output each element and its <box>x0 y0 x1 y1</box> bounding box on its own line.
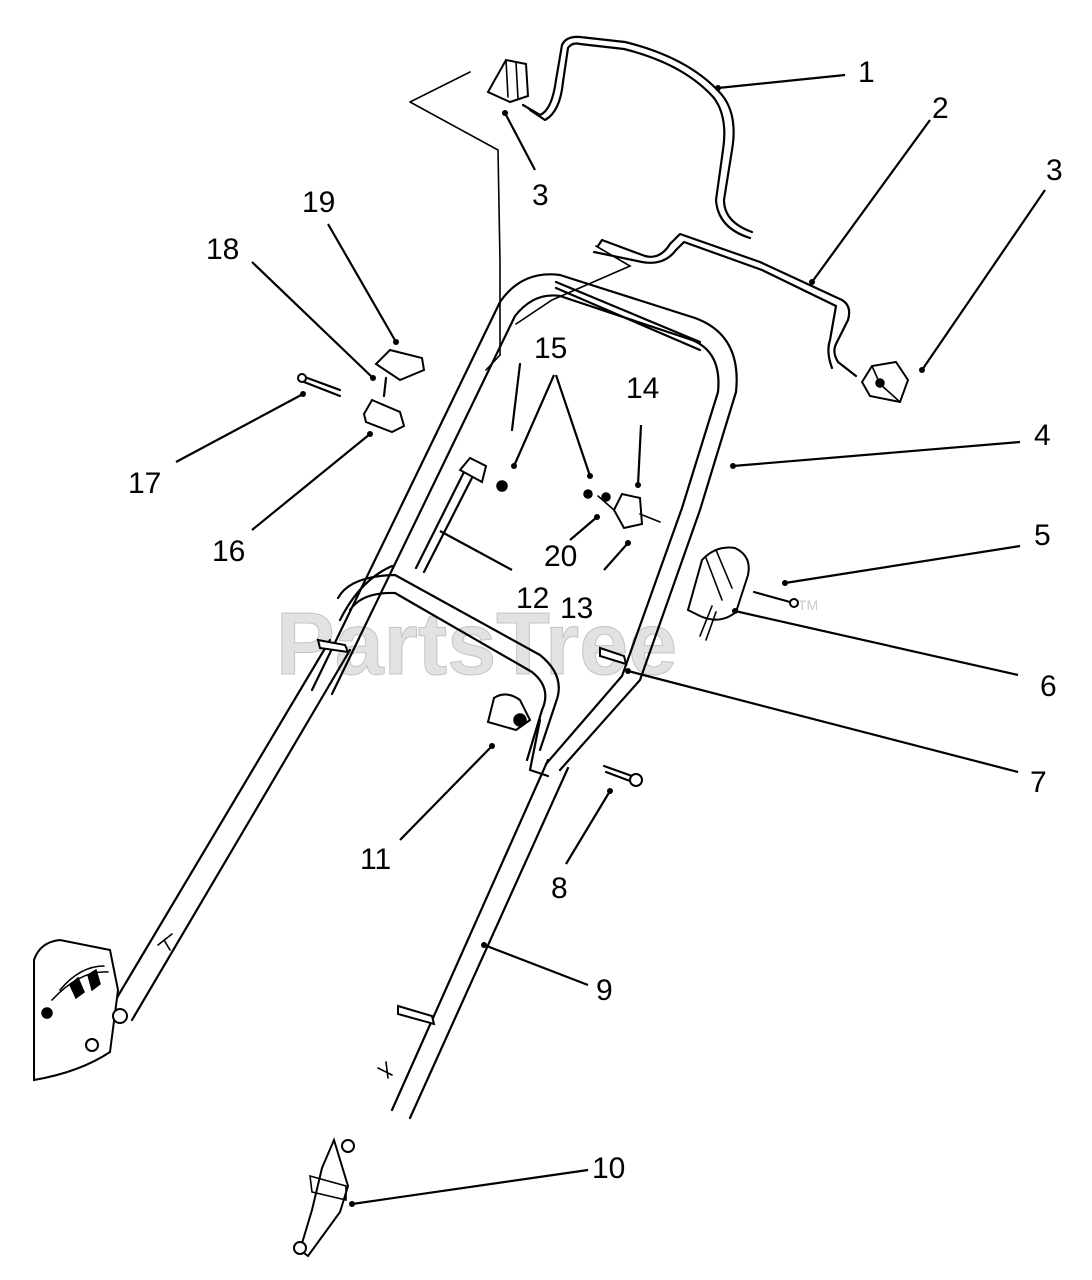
callout-4: 4 <box>1034 419 1051 452</box>
part-5-screw <box>752 590 799 608</box>
part-2-wire-rod <box>592 232 858 378</box>
part-9-lower-tube <box>377 646 628 1120</box>
watermark: PartsTree TM <box>276 594 819 694</box>
callout-12: 12 <box>516 582 549 615</box>
lower-handle-loop <box>336 573 560 762</box>
part-15-pins <box>458 456 593 499</box>
part-6-control-housing <box>686 546 750 641</box>
watermark-trademark: TM <box>798 597 818 613</box>
callout-15: 15 <box>534 332 567 365</box>
callout-9: 9 <box>596 974 613 1007</box>
callout-7: 7 <box>1030 766 1047 799</box>
callout-16: 16 <box>212 535 245 568</box>
reference-line-rod <box>515 245 632 325</box>
part-19-t-handle <box>374 348 426 398</box>
callout-14: 14 <box>626 372 659 405</box>
part-10-foot-bracket <box>293 1137 355 1258</box>
callout-labels: 1 2 3 3 4 5 6 7 8 9 10 11 12 13 14 15 16… <box>128 56 1063 1185</box>
watermark-text: PartsTree <box>276 594 677 693</box>
callout-8: 8 <box>551 872 568 905</box>
callout-6: 6 <box>1040 670 1057 703</box>
part-3-left-bracket <box>486 58 530 104</box>
leader-lines <box>175 73 1046 1207</box>
callout-11: 11 <box>360 843 391 876</box>
callout-13: 13 <box>560 592 593 625</box>
callout-3-left: 3 <box>532 179 549 212</box>
part-3-right-bracket <box>860 360 910 404</box>
part-12-cable <box>338 362 522 622</box>
callout-1: 1 <box>858 56 875 89</box>
callout-2: 2 <box>932 92 949 125</box>
part-17-screw <box>297 373 342 398</box>
callout-20: 20 <box>544 540 577 573</box>
callout-10: 10 <box>592 1152 625 1185</box>
callout-19: 19 <box>302 186 335 219</box>
part-16-grip <box>362 398 406 434</box>
left-handle-tube <box>110 638 352 1022</box>
part-11-knob <box>486 693 532 732</box>
callout-5: 5 <box>1034 519 1051 552</box>
callout-3-right: 3 <box>1046 154 1063 187</box>
callout-17: 17 <box>128 467 161 500</box>
reference-line-upper <box>409 71 501 371</box>
part-1-bail-wire <box>521 35 754 240</box>
part-14-clamp <box>597 492 661 530</box>
callout-18: 18 <box>206 233 239 266</box>
part-8-bolt <box>602 764 643 787</box>
part-4-upper-handle <box>310 273 738 772</box>
height-adjuster-plate <box>33 938 128 1082</box>
